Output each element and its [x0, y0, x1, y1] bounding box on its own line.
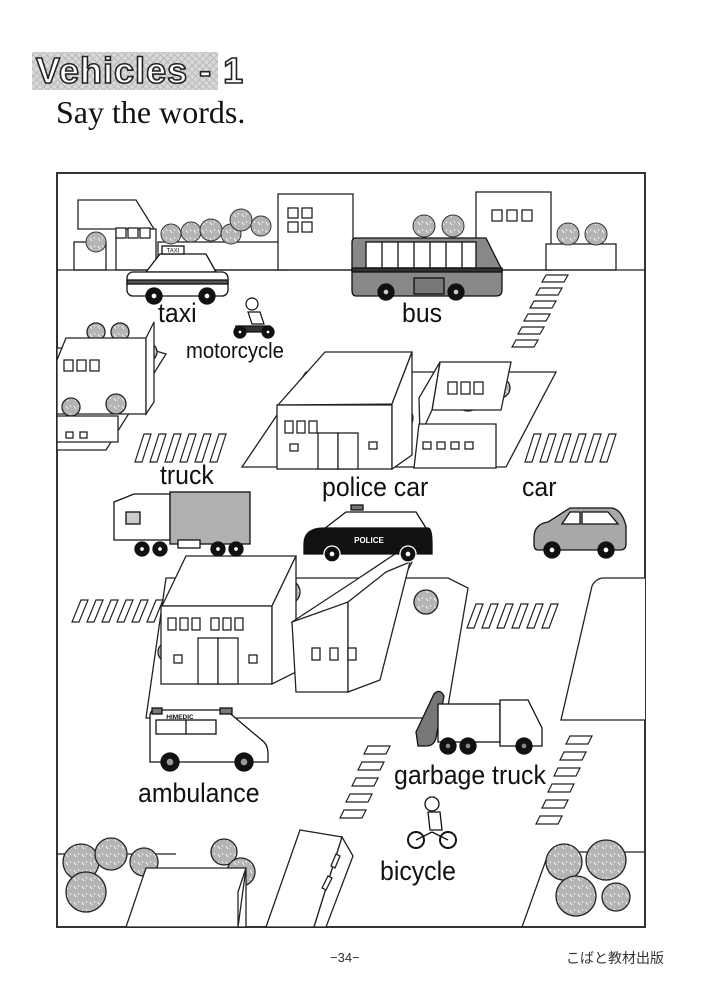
- bicycle-vehicle: [407, 796, 457, 849]
- lower-block: [145, 551, 469, 719]
- crosswalk-bottom: [339, 735, 593, 825]
- crosswalk-top: [510, 274, 570, 348]
- crosswalk-left: [134, 433, 227, 463]
- taxi-sign: TAXI: [167, 249, 180, 255]
- taxi-vehicle: [126, 245, 229, 305]
- street-scene-illustration: TAXI: [56, 172, 646, 928]
- worksheet-title: Vehicles - 1: [35, 49, 245, 92]
- label-garbage-truck: garbage truck: [394, 760, 546, 790]
- truck-vehicle: [113, 491, 251, 557]
- label-bicycle: bicycle: [380, 856, 456, 886]
- crosswalk-lower-left: [71, 599, 164, 623]
- instruction-text: Say the words.: [56, 94, 246, 130]
- motorcycle-vehicle: [233, 297, 276, 339]
- left-block: [56, 321, 168, 451]
- label-motorcycle: motorcycle: [186, 338, 284, 363]
- bus-vehicle: [351, 237, 503, 301]
- page-number: −34−: [330, 950, 360, 965]
- ambulance-text: HIMEDIC: [166, 714, 194, 721]
- publisher-name: こばと教材出版: [566, 951, 664, 967]
- label-bus: bus: [402, 298, 443, 328]
- label-car: car: [522, 472, 557, 502]
- bottom-scenery: [57, 829, 645, 928]
- label-truck: truck: [160, 460, 214, 490]
- background-buildings: [73, 191, 617, 271]
- label-taxi: taxi: [158, 298, 197, 328]
- garbage-truck-vehicle: [415, 690, 543, 755]
- center-block: [240, 351, 558, 471]
- crosswalk-lower-right: [466, 603, 559, 629]
- police-car-text: POLICE: [354, 536, 384, 545]
- police-car-vehicle: [303, 504, 433, 563]
- label-police-car: police car: [322, 472, 429, 502]
- label-ambulance: ambulance: [138, 778, 260, 808]
- ambulance-vehicle: [149, 707, 269, 772]
- worksheet-title-banner: Vehicles - 1: [32, 49, 244, 92]
- crosswalk-right: [524, 433, 617, 463]
- bushes-top: [85, 208, 608, 253]
- street-scene-drawing: TAXI: [56, 172, 646, 928]
- car-vehicle: [533, 507, 627, 559]
- right-block: [560, 577, 645, 721]
